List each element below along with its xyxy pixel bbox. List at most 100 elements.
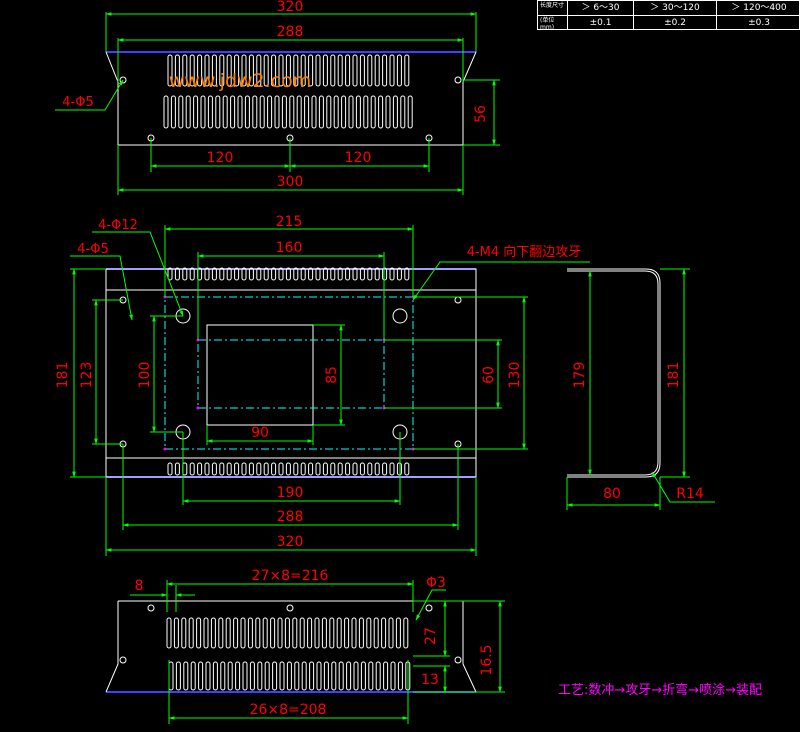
vent-slot: [256, 54, 262, 87]
vent-slot: [285, 267, 291, 281]
vent-slot: [200, 95, 206, 129]
vent-slot: [226, 54, 232, 87]
vent-slot: [395, 617, 401, 649]
vent-slot: [212, 661, 218, 691]
dim-bottom-13: 13: [421, 672, 439, 688]
vent-slot: [299, 617, 305, 649]
tolerance-header-2: (单位mm): [540, 17, 555, 31]
vent-slot: [374, 54, 380, 87]
bottom-view: 8 27×8=216 Φ3 27 13 16.5 26×8=208 工艺:数冲→…: [105, 568, 762, 724]
vent-slot: [226, 267, 232, 281]
vent-slot: [355, 95, 361, 129]
vent-slot: [396, 462, 402, 476]
vent-slot: [219, 462, 225, 476]
tolerance-range-1: ＞ 6～30: [581, 3, 620, 13]
vent-slot: [267, 95, 273, 129]
vent-slot: [178, 95, 184, 129]
vent-slot: [189, 54, 195, 87]
vent-slot: [219, 54, 225, 87]
top-view: 320 288 56 120 120 300 4-Φ5 www.jdw2.com: [55, 0, 500, 195]
dim-bottom-16-5: 16.5: [479, 644, 495, 675]
vent-slot: [182, 267, 188, 281]
vent-slot: [278, 267, 284, 281]
vent-slot: [256, 267, 262, 281]
vent-slot: [167, 267, 173, 281]
tolerance-range-3: ＞ 120～400: [731, 3, 787, 13]
vent-slot: [309, 661, 315, 691]
vent-slot: [392, 95, 398, 129]
vent-slot: [272, 661, 278, 691]
vent-slot: [182, 54, 188, 87]
vent-slot: [374, 267, 380, 281]
vent-slot: [241, 462, 247, 476]
dim-plan-288: 288: [277, 509, 304, 525]
vent-slot: [341, 95, 347, 129]
dim-bottom-pitch-bottom: 26×8=208: [250, 702, 327, 718]
vent-slot: [289, 95, 295, 129]
vent-slot: [264, 661, 270, 691]
vent-slot: [285, 54, 291, 87]
vent-slot: [397, 661, 403, 691]
dim-plan-181: 181: [55, 362, 71, 389]
vent-slot: [308, 54, 314, 87]
vent-slot: [271, 462, 277, 476]
vent-slot: [211, 267, 217, 281]
vent-slot: [240, 617, 246, 649]
vent-slot: [367, 54, 373, 87]
vent-slot: [248, 267, 254, 281]
dim-plan-90: 90: [251, 425, 269, 441]
callout-m4: 4-M4 向下翻边攻牙: [467, 244, 582, 260]
vent-slot: [174, 462, 180, 476]
vent-slot: [338, 661, 344, 691]
vent-slot: [193, 95, 199, 129]
vent-slot: [188, 617, 194, 649]
tolerance-value-1: ±0.1: [589, 18, 612, 28]
plan-view: 215 160 4-Φ12 4-Φ5 4-M4 向下翻边攻牙 181 123 1…: [55, 214, 590, 556]
vent-slot: [326, 95, 332, 129]
vent-slot: [396, 54, 402, 87]
vent-slot: [234, 54, 240, 87]
vent-slot: [249, 661, 255, 691]
vent-slot: [374, 462, 380, 476]
vent-slot: [196, 617, 202, 649]
dim-plan-60: 60: [481, 366, 497, 384]
vent-slot: [322, 462, 328, 476]
dim-top-120a: 120: [207, 150, 234, 166]
dim-plan-160: 160: [276, 240, 303, 256]
dim-top-56: 56: [473, 105, 489, 123]
vent-slot: [294, 661, 300, 691]
vent-slot: [382, 54, 388, 87]
vent-slot: [218, 617, 224, 649]
vent-slot: [316, 661, 322, 691]
vent-slot: [300, 267, 306, 281]
vent-slot: [190, 661, 196, 691]
vent-slot: [337, 54, 343, 87]
vent-slot: [345, 54, 351, 87]
dim-plan-190: 190: [277, 485, 304, 501]
dim-plan-130: 130: [507, 362, 523, 389]
vent-slot: [375, 661, 381, 691]
vent-slot: [396, 267, 402, 281]
vent-slot: [322, 54, 328, 87]
vent-slot: [247, 617, 253, 649]
vent-slot: [301, 661, 307, 691]
vent-slot: [323, 661, 329, 691]
dim-top-320: 320: [277, 0, 304, 15]
vent-slot: [183, 661, 189, 691]
vent-slot: [255, 617, 261, 649]
vent-slot: [388, 617, 394, 649]
vent-slot: [173, 617, 179, 649]
callout-phi3: Φ3: [426, 575, 446, 591]
vent-slot: [337, 267, 343, 281]
vent-slot: [198, 661, 204, 691]
vent-slot: [168, 661, 174, 691]
vent-slot: [385, 95, 391, 129]
process-note: 工艺:数冲→攻牙→折弯→喷涂→装配: [558, 682, 762, 698]
dim-top-300: 300: [277, 174, 304, 190]
vent-slot: [311, 95, 317, 129]
vent-slot: [230, 95, 236, 129]
vent-slot: [226, 462, 232, 476]
vent-slot: [331, 661, 337, 691]
vent-slot: [234, 267, 240, 281]
vent-slot: [367, 267, 373, 281]
